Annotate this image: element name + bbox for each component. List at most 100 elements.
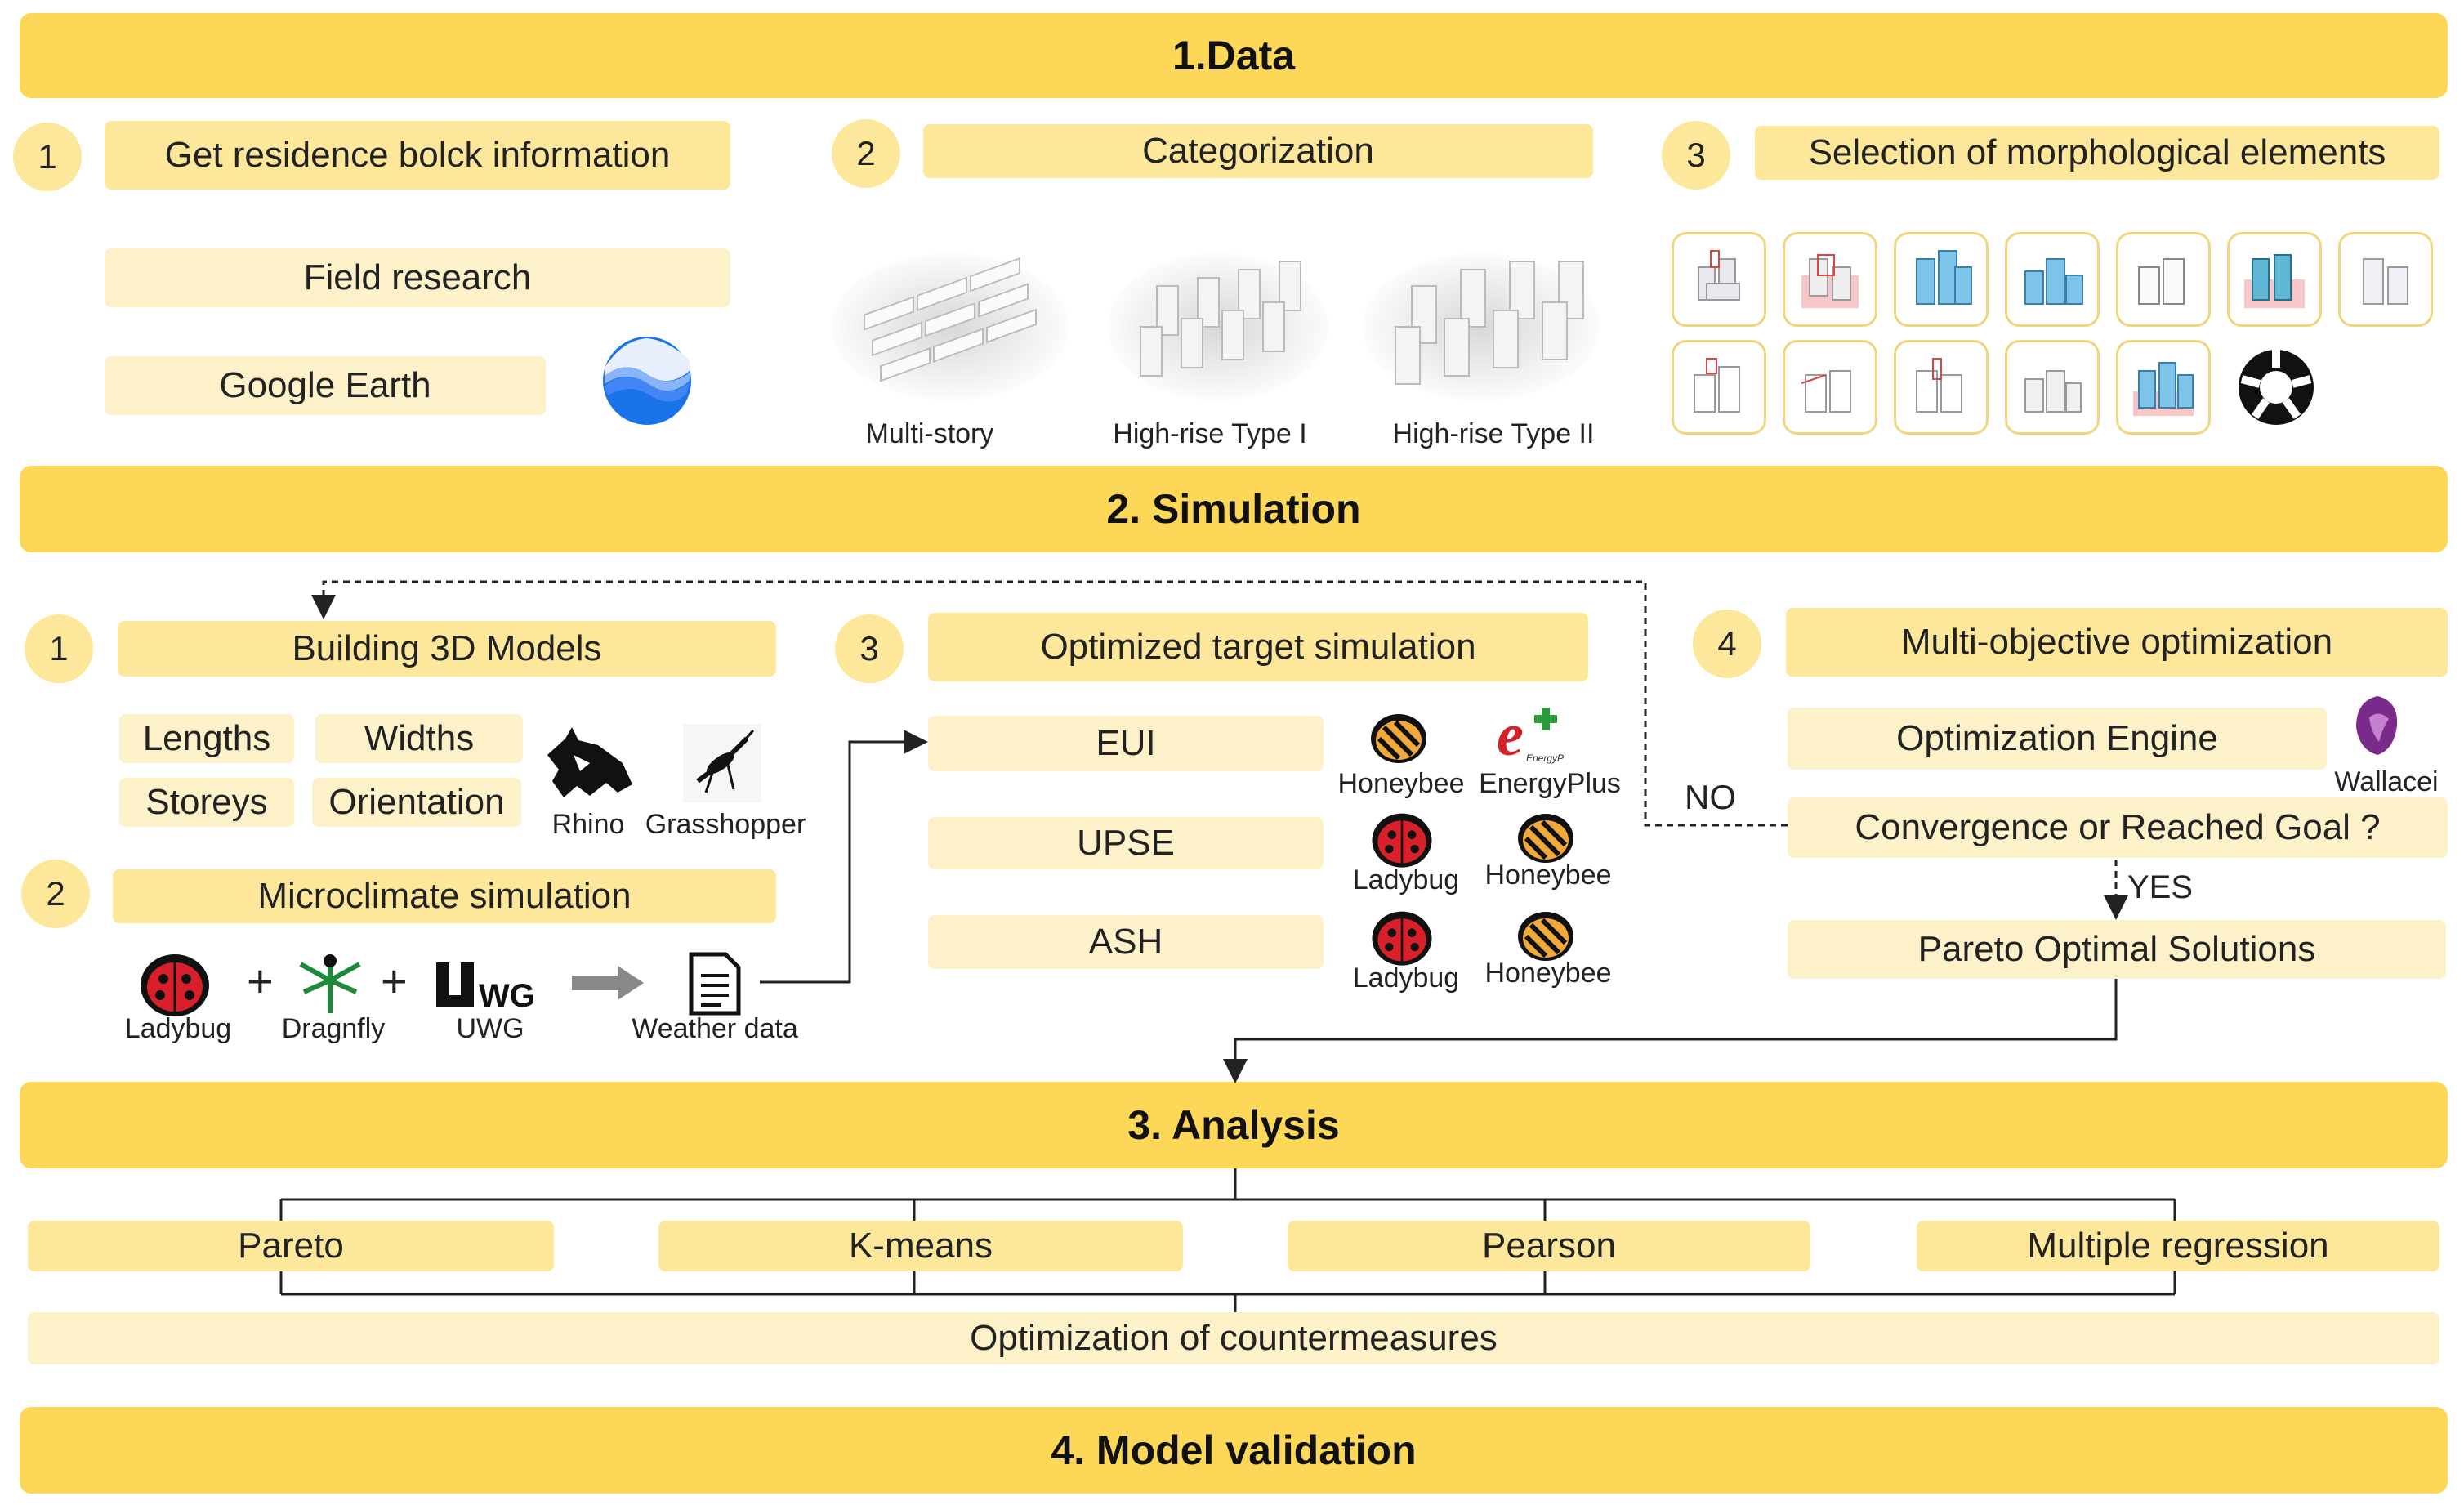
block-model-icon [1672,232,1766,327]
high-rise-type-2-model-image [1363,237,1600,400]
tool-label-honeybee: Honeybee [1484,860,1612,891]
high-rise-type-1-model-image [1108,237,1328,400]
step-number: 3 [1662,121,1730,190]
pareto-solutions-box: Pareto Optimal Solutions [1788,920,2446,979]
type-label: High-rise Type I [1113,418,1307,449]
param-storeys: Storeys [119,778,294,827]
step-title-microclimate: Microclimate simulation [113,869,776,923]
tool-label-rhino: Rhino [551,809,625,840]
svg-text:EnergyPlus: EnergyPlus [1526,752,1564,764]
pareto-to-analysis-line [1223,979,2118,1083]
gray-outline-icon [2005,340,2100,435]
convergence-check-box: Convergence or Reached Goal ? [1788,797,2448,858]
param-orientation: Orientation [312,778,521,827]
section-title: 3. Analysis [1127,1102,1340,1148]
optimization-engine-box: Optimization Engine [1788,708,2327,770]
step-title-multi-objective: Multi-objective optimization [1786,608,2448,677]
teal-tower-icon [2227,232,2322,327]
tool-label-ladybug: Ladybug [1352,864,1460,895]
method-multiple-regression: Multiple regression [1917,1221,2439,1271]
weather-data-label: Weather data [632,1013,798,1044]
tool-label-ladybug: Ladybug [124,1013,232,1044]
plus-sign: + [247,955,274,1007]
ladybug-icon [1369,807,1435,869]
item-field-research: Field research [105,248,730,307]
type-label: High-rise Type II [1392,418,1595,449]
tool-label-grasshopper: Grasshopper [645,809,806,840]
step-number: 4 [1693,610,1761,678]
weather-to-targets-line [760,730,928,984]
step-title-building-models: Building 3D Models [118,621,776,677]
red-block-model-icon [1783,232,1877,327]
tool-label-honeybee: Honeybee [1484,958,1612,989]
blue-cluster-icon [2005,232,2100,327]
optimization-countermeasures-box: Optimization of countermeasures [28,1312,2439,1364]
section-banner-validation: 4. Model validation [20,1407,2448,1494]
svg-text:WG: WG [479,978,534,1012]
target-upse: UPSE [928,817,1324,869]
param-widths: Widths [315,714,523,763]
section-banner-analysis: 3. Analysis [20,1082,2448,1168]
feedback-loop-line [311,580,1788,827]
uwg-icon: WG [433,958,535,1014]
target-eui: EUI [928,716,1324,771]
step-title-morphological-elements: Selection of morphological elements [1755,126,2439,180]
weather-data-icon [688,951,742,1016]
google-earth-icon [601,335,693,426]
tool-label-ladybug: Ladybug [1352,962,1460,994]
arrow-right-icon [572,964,645,1002]
section-title: 2. Simulation [1106,486,1361,532]
method-pareto: Pareto [28,1221,554,1271]
dragonfly-icon [292,948,368,1018]
blue-tower-icon [1894,232,1989,327]
step-number: 3 [835,614,904,683]
tool-label-energyplus: EnergyPlus [1479,768,1621,799]
outline-block-icon [1672,340,1766,435]
analysis-bracket-top [279,1168,2176,1221]
gray-block-icon [2338,232,2433,327]
tool-label-uwg: UWG [456,1013,524,1044]
yes-label: YES [2127,869,2194,905]
step-number: 2 [21,860,90,928]
method-pearson: Pearson [1288,1221,1810,1271]
step-title-target-simulation: Optimized target simulation [928,613,1588,681]
param-lengths: Lengths [119,714,294,763]
multi-story-model-image [832,237,1069,400]
step-number: 1 [13,123,82,191]
target-ash: ASH [928,915,1324,969]
type-label: Multi-story [865,418,994,449]
blue-tower-small-icon [2116,340,2211,435]
tool-label-dragonfly: Dragnfly [281,1013,386,1044]
section-banner-simulation: 2. Simulation [20,466,2448,552]
step-title-categorization: Categorization [923,124,1593,178]
section-title: 4. Model validation [1051,1427,1417,1473]
honeybee-icon [1513,804,1578,869]
item-google-earth: Google Earth [105,356,546,415]
ladybug-icon [1369,905,1435,967]
ladybug-icon [137,948,212,1018]
step-title-residence-info: Get residence bolck information [105,121,730,190]
red-outline-block-icon [1783,340,1877,435]
honeybee-icon [1513,902,1578,967]
plus-sign: + [381,955,408,1007]
svg-text:e: e [1497,702,1524,766]
morphological-tiles [1672,232,2439,436]
wallacei-icon [2346,693,2408,758]
step-number: 1 [25,614,93,683]
grasshopper-icon [681,722,763,804]
section-banner-data: 1.Data [20,13,2448,98]
analysis-bracket-bottom [279,1271,2176,1312]
tool-label-honeybee: Honeybee [1337,768,1465,799]
section-title: 1.Data [1172,33,1296,78]
rhino-icon [541,722,636,804]
method-kmeans: K-means [658,1221,1183,1271]
grid-outline-icon [1894,340,1989,435]
tool-label-wallacei: Wallacei [2334,766,2439,797]
step-number: 2 [832,119,900,188]
white-block-icon [2116,232,2211,327]
no-label: NO [1685,778,1736,816]
honeybee-icon [1366,704,1431,770]
radiance-dial-icon [2235,346,2317,428]
